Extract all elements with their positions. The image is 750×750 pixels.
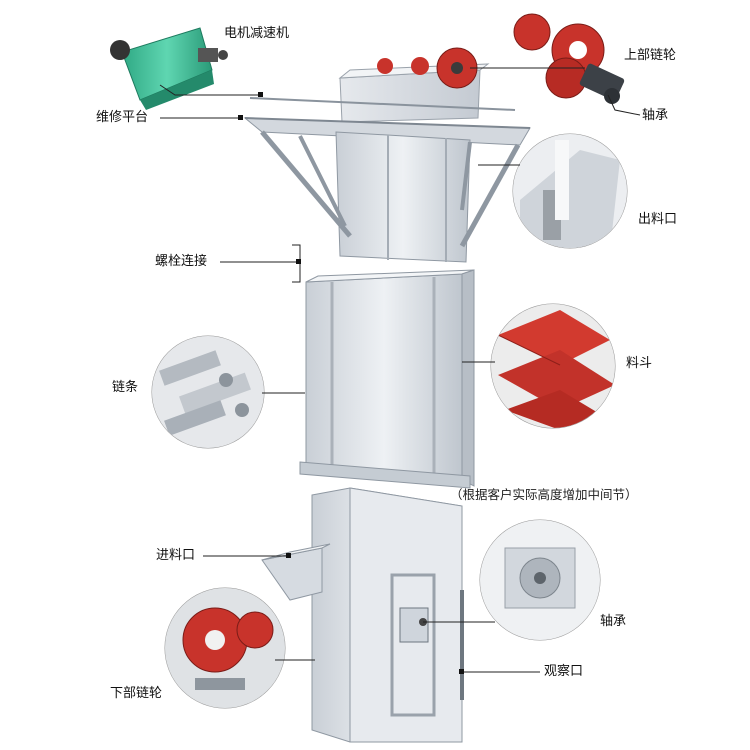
leader-lines: [159, 67, 641, 674]
chain-inset: [151, 335, 265, 449]
bucket-label: 料斗: [626, 356, 653, 371]
head-section: [243, 47, 531, 263]
motor-reducer-label: 电机减速机: [224, 26, 290, 41]
middle-section-note: （根据客户实际高度增加中间节）: [450, 487, 638, 502]
inspection-port-label: 观察口: [544, 664, 584, 679]
bolted-connection-label: 螺栓连接: [155, 254, 208, 269]
middle-section: [299, 269, 475, 489]
boot-section: [261, 487, 464, 743]
bucket-inset: [490, 303, 616, 429]
bearing-inset: [479, 519, 601, 641]
lower-sprocket-label: 下部链轮: [110, 686, 163, 701]
maintenance-platform-label: 维修平台: [96, 110, 149, 125]
upper-sprocket-icon: [513, 13, 625, 104]
chain-label: 链条: [112, 380, 139, 395]
bearing-top-label: 轴承: [642, 108, 669, 123]
discharge-port-inset: [512, 133, 628, 249]
head-sprocket-icon: [377, 47, 478, 89]
feed-inlet-label: 进料口: [156, 548, 196, 563]
discharge-port-label: 出料口: [638, 212, 678, 227]
upper-sprocket-label: 上部链轮: [624, 48, 677, 63]
motor-reducer-icon: [110, 27, 228, 110]
lower-sprocket-inset: [164, 587, 286, 709]
bearing-bottom-label: 轴承: [600, 614, 627, 629]
